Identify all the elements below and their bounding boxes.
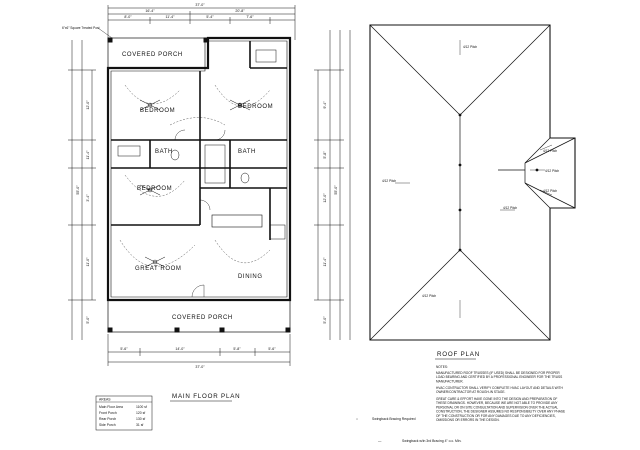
right-dim-3: 12'-0" <box>323 193 327 203</box>
note-3: GREAT CARE & EFFORT HAVE GONE INTO THE D… <box>436 397 565 422</box>
bottom-dim-2: 14'-0" <box>175 347 185 351</box>
room-bath-right: BATH <box>238 149 256 155</box>
bottom-dim-4: 5'-6" <box>268 347 276 351</box>
pitch-label: 4/12 Pitch <box>503 206 517 210</box>
area-label: Main Floor Area <box>99 405 123 409</box>
area-value: 1100 sf <box>136 405 147 409</box>
pitch-label: 4/12 Pitch <box>545 169 559 173</box>
interior-walls <box>111 41 287 240</box>
area-value: 31 sf <box>136 423 143 427</box>
right-dim-2: 5'-8" <box>323 151 327 159</box>
ridge-points <box>458 113 539 252</box>
floor-plan-title: MAIN FLOOR PLAN <box>172 393 240 400</box>
main-floor-plan: 37'-0" 16'-4" 20'-8" 8'-0" 11'-4" 5'-4" … <box>62 3 351 402</box>
room-covered-porch-top: COVERED PORCH <box>122 52 183 58</box>
electrical-runs <box>119 84 271 267</box>
pitch-arrows <box>395 40 553 318</box>
right-dim-5: 5'-0" <box>323 316 327 324</box>
door-swings <box>174 129 226 298</box>
toilet-right <box>240 172 250 184</box>
top-dim-2: 11'-4" <box>166 15 176 19</box>
exterior-walls <box>106 36 292 302</box>
top-segment-dim-2: 20'-8" <box>235 9 245 13</box>
roof-outline <box>369 24 576 341</box>
top-dim-1: 8'-0" <box>124 15 132 19</box>
note-2: HVAC CONTRACTOR SHALL VERIFY COMPLETE HV… <box>436 386 564 394</box>
overall-depth-right: 55'-0" <box>334 185 338 195</box>
top-dim-4: 7'-6" <box>246 15 254 19</box>
side-dimension-lines <box>68 30 351 340</box>
porch-posts <box>107 327 291 333</box>
top-dim-3: 5'-4" <box>206 15 214 19</box>
area-label: Side Porch <box>99 423 116 427</box>
room-bath-left: BATH <box>155 149 173 155</box>
roof-hips-and-ridges <box>369 24 576 341</box>
bath-tub-right <box>204 144 226 184</box>
area-label: Front Porch <box>99 411 117 415</box>
refrigerator <box>269 224 286 240</box>
left-dim-2: 11'-4" <box>86 150 90 160</box>
ceiling-fan-icon <box>229 99 251 111</box>
right-dim-1: 9'-4" <box>323 101 327 109</box>
pitch-label: 4/12 Pitch <box>543 189 557 193</box>
area-value: 120 sf <box>136 411 145 415</box>
bath-vanity-left <box>117 145 141 157</box>
overall-depth-left: 55'-0" <box>76 185 80 195</box>
legend-text: Swingback w/in 3rd Bracing 4" o.c. Min. <box>402 439 461 443</box>
bottom-dimension-lines <box>107 334 291 366</box>
left-dim-3: 3'-4" <box>86 194 90 202</box>
bottom-dim-3: 5'-8" <box>233 347 241 351</box>
room-great-room: GREAT ROOM <box>135 266 181 272</box>
notes-heading: NOTES: <box>436 365 448 369</box>
pitch-label: 4/12 Pitch <box>422 294 436 298</box>
overall-width-top: 37'-0" <box>195 3 205 7</box>
post-note: 6"x6" Square Treated Post <box>62 26 100 30</box>
pitch-label: 4/12 Pitch <box>543 149 557 153</box>
left-dim-5: 5'-0" <box>86 316 90 324</box>
areas-heading: AREAS <box>99 398 111 402</box>
legend-symbol: ○ <box>356 417 358 421</box>
area-label: Rear Porch <box>99 417 116 421</box>
top-segment-dim-1: 16'-4" <box>145 9 155 13</box>
areas-table: AREAS Main Floor Area 1100 sf Front Porc… <box>95 395 153 431</box>
bracing-legend: ○ Swingback Bracing Required — Swingback… <box>356 417 461 443</box>
laundry-closet <box>255 49 277 63</box>
legend-text: Swingback Bracing Required <box>372 417 416 421</box>
toilet-left <box>170 149 180 161</box>
left-dim-1: 12'-0" <box>86 100 90 110</box>
area-value: 130 sf <box>136 417 145 421</box>
left-dim-4: 11'-0" <box>86 257 90 267</box>
ceiling-fan-icon <box>139 184 161 196</box>
covered-porch-bottom-outline <box>107 299 291 333</box>
room-covered-porch-bottom: COVERED PORCH <box>172 315 233 321</box>
room-bedroom-left: BEDROOM <box>140 108 175 114</box>
room-bedroom-right: BEDROOM <box>238 104 273 110</box>
pitch-label: 4/12 Pitch <box>463 45 477 49</box>
pitch-label: 4/12 Pitch <box>382 179 396 183</box>
room-dining: DINING <box>238 274 263 280</box>
note-1: MANUFACTURED ROOF TRUSSES (IF USED) SHAL… <box>436 371 562 383</box>
bottom-dim-1: 5'-6" <box>120 347 128 351</box>
top-dimension-lines <box>107 5 296 40</box>
right-dim-4: 11'-4" <box>323 257 327 267</box>
porch-post <box>107 37 113 43</box>
bottom-overall-dim: 37'-0" <box>195 365 205 369</box>
roof-notes: NOTES: MANUFACTURED ROOF TRUSSES (IF USE… <box>436 365 565 422</box>
room-bedroom-mid: BEDROOM <box>137 186 172 192</box>
roof-plan-title: ROOF PLAN <box>437 351 480 358</box>
kitchen-island <box>211 214 263 228</box>
roof-plan: 4/12 Pitch 4/12 Pitch 4/12 Pitch 4/12 Pi… <box>369 24 576 360</box>
legend-symbol: — <box>378 439 382 443</box>
